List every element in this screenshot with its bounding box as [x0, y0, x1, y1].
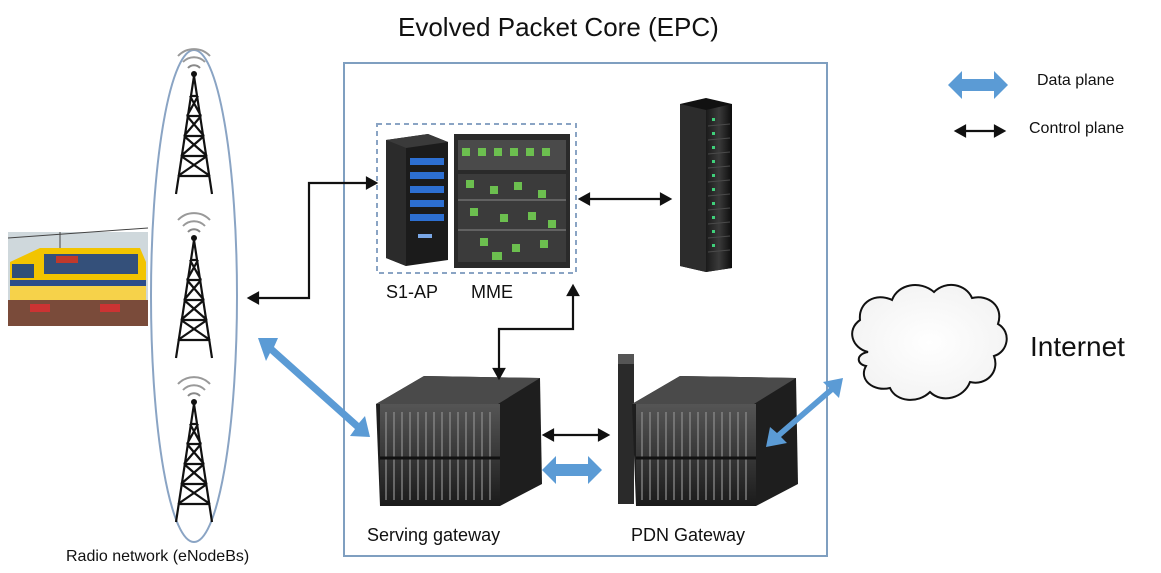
pdn-gateway-server [618, 354, 798, 506]
serving-gateway-label: Serving gateway [367, 525, 501, 545]
epc-boundary [343, 62, 828, 557]
train-image [7, 227, 149, 326]
internet-label: Internet [1030, 331, 1125, 362]
s1ap-server [386, 134, 448, 266]
control-arrow-sgw-pdn [541, 428, 611, 442]
control-arrow-mme-sgw [492, 283, 580, 381]
control-arrow-mme-rack [577, 192, 673, 206]
enodeb-tower [174, 48, 214, 195]
legend-control-plane-label: Control plane [1029, 120, 1125, 137]
control-arrow-enodeb-s1ap [246, 176, 379, 305]
legend-control-plane-arrow [953, 124, 1007, 138]
data-arrow-enodeb-sgw [258, 338, 370, 437]
pdn-gateway-label: PDN Gateway [631, 525, 746, 545]
s1ap-label: S1-AP [386, 282, 439, 302]
storage-rack [680, 98, 732, 272]
epc-title: Evolved Packet Core (EPC) [398, 12, 719, 42]
mme-server [454, 134, 570, 268]
data-arrow-pdn-internet [766, 378, 843, 447]
s1ap-mme-group [376, 123, 577, 274]
internet-cloud [851, 283, 1008, 401]
mme-label: MME [471, 282, 513, 302]
legend-data-plane-arrow [948, 71, 1008, 99]
serving-gateway-server [376, 376, 542, 506]
radio-network-label: Radio network (eNodeBs) [66, 548, 250, 565]
legend-data-plane-label: Data plane [1037, 72, 1115, 89]
enodeb-tower [174, 212, 214, 359]
data-arrow-sgw-pdn [542, 456, 602, 484]
enodeb-tower [174, 376, 214, 523]
